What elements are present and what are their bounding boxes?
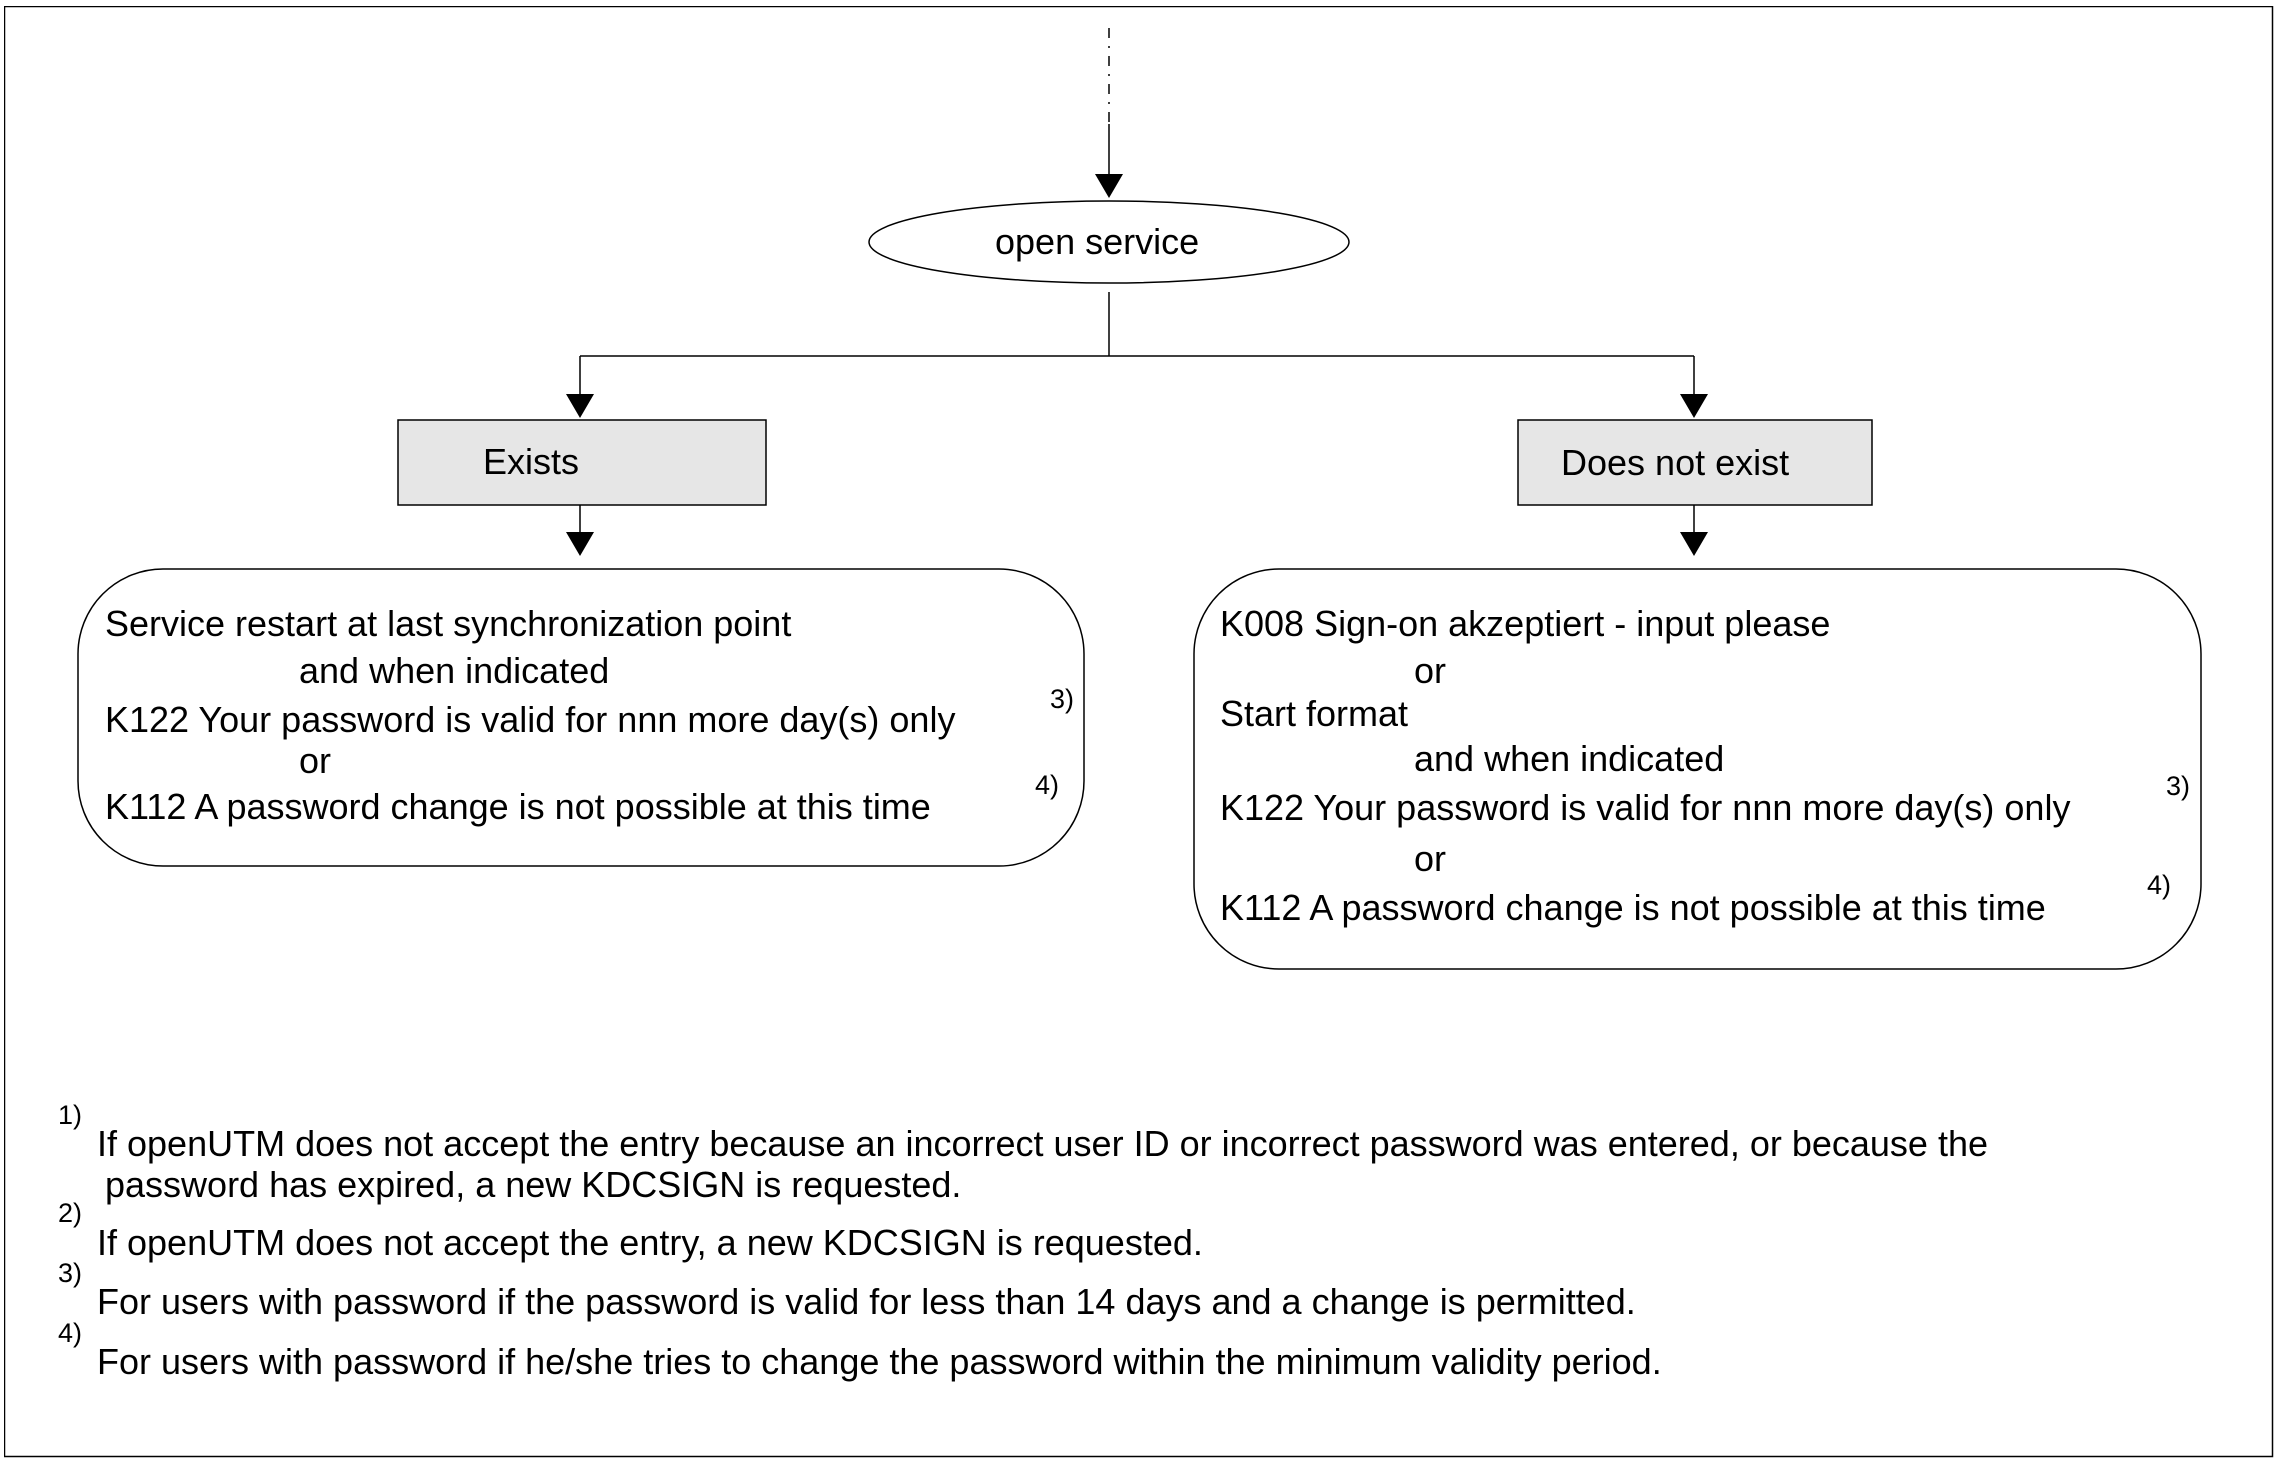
not-exists-line-3: Start format [1220,693,1409,734]
page-frame: open service Exists Does not exist Servi… [4,6,2274,1458]
exists-line-1: Service restart at last synchronization … [105,603,792,644]
footnote-1-line-1: If openUTM does not accept the entry bec… [97,1123,1988,1164]
footnote-2-line-1: If openUTM does not accept the entry, a … [97,1222,1203,1263]
not-exists-line-2: or [1414,650,1447,691]
open-service-label: open service [995,221,1200,262]
open-service-node [868,200,1350,284]
not-exists-line-5: K122 Your password is valid for nnn more… [1220,787,2071,828]
flowchart-canvas [4,6,2274,1458]
footnote-3-line-1: For users with password if the password … [97,1281,1636,1322]
does-not-exist-label: Does not exist [1561,442,1790,483]
footnote-3-mark: 3) [58,1258,83,1288]
arrowhead-into-open-service [1095,174,1123,198]
not-exists-note-4: 4) [2147,870,2172,900]
not-exists-note-3: 3) [2166,771,2191,801]
footnote-1-line-2: password has expired, a new KDCSIGN is r… [105,1164,962,1205]
exists-line-3: K122 Your password is valid for nnn more… [105,699,956,740]
exists-box [397,419,767,506]
exists-result-box [77,568,1085,867]
not-exists-line-7: K112 A password change is not possible a… [1220,887,2046,928]
exists-line-4: or [299,740,332,781]
does-not-exist-box [1517,419,1873,506]
footnote-4-line-1: For users with password if he/she tries … [97,1341,1662,1382]
arrowhead-into-does-not-exist [1680,394,1708,418]
does-not-exist-result-box [1193,568,2202,970]
exists-note-4: 4) [1035,770,1060,800]
footnote-1-mark: 1) [58,1100,83,1130]
exists-label: Exists [483,441,580,482]
arrowhead-into-exists [566,394,594,418]
footnote-4-mark: 4) [58,1318,83,1348]
not-exists-line-1: K008 Sign-on akzeptiert - input please [1220,603,1831,644]
not-exists-line-4: and when indicated [1414,738,1725,779]
arrowhead-into-exists-result [566,532,594,556]
exists-line-5: K112 A password change is not possible a… [105,786,931,827]
exists-note-3: 3) [1050,684,1075,714]
footnote-2-mark: 2) [58,1198,83,1228]
outer-border [4,6,2274,1458]
not-exists-line-6: or [1414,838,1447,879]
exists-line-2: and when indicated [299,650,610,691]
arrowhead-into-does-not-exist-result [1680,532,1708,556]
